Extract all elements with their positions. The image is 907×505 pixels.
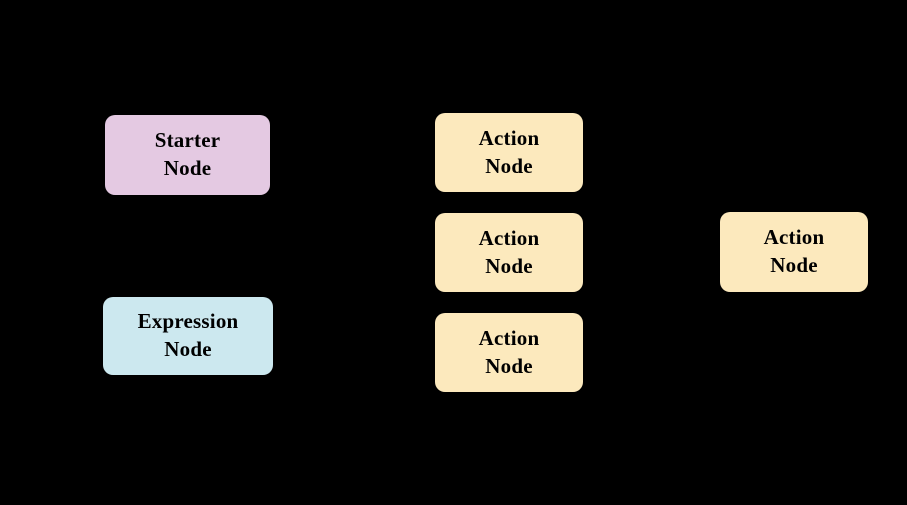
starter-node-label-line2: Node [163, 156, 212, 180]
action-node-1-label-line2: Node [485, 153, 533, 178]
action-node-2[interactable]: Action Node [435, 213, 583, 292]
action-node-3-label-line1: Action [478, 325, 540, 350]
edge-expression-to-action-3 [273, 335, 435, 353]
action-node-1-label-line1: Action [478, 125, 540, 150]
expression-node-label-line2: Node [164, 337, 212, 361]
action-node-4-label-line1: Action [763, 225, 825, 250]
action-node-3[interactable]: Action Node [435, 313, 583, 392]
action-node-1[interactable]: Action Node [435, 113, 583, 192]
starter-node[interactable]: Starter Node [105, 115, 270, 195]
action-node-4[interactable]: Action Node [720, 212, 868, 292]
action-node-2-label-line1: Action [478, 225, 540, 250]
action-node-3-label-line2: Node [485, 353, 533, 378]
starter-node-label-line1: Starter [154, 128, 221, 153]
edge-expression-to-action-1 [273, 151, 435, 337]
edge-expression-to-action-2 [273, 251, 435, 337]
action-node-4-label-line2: Node [770, 253, 818, 277]
expression-node[interactable]: Expression Node [103, 297, 273, 375]
expression-node-label-line1: Expression [137, 309, 239, 334]
action-node-2-label-line2: Node [485, 253, 533, 278]
